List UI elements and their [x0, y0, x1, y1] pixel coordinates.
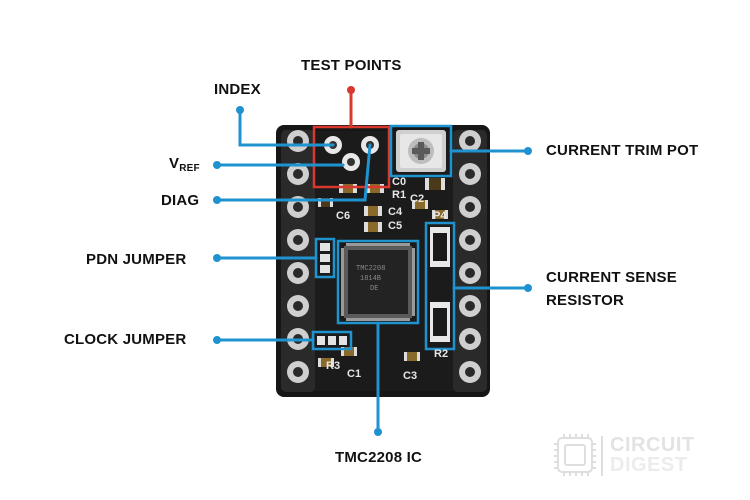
test-point-pads — [324, 136, 379, 171]
pdn-jumper-pads — [320, 243, 330, 273]
chip-marking-line2: 1814B — [360, 275, 382, 283]
sense-resistors — [430, 227, 450, 342]
label-current-sense-line1: CURRENT SENSE — [546, 269, 677, 286]
leader-lines — [213, 86, 532, 436]
circuit-digest-logo: CIRCUIT DIGEST — [552, 432, 722, 478]
label-vref-sub: REF — [179, 163, 200, 174]
silk-c5: C5 — [388, 220, 403, 232]
sense-resistor-box — [424, 221, 456, 351]
logo-line1: CIRCUIT — [610, 434, 695, 456]
silk-c2: C2 — [410, 193, 425, 205]
trim-pot — [396, 130, 446, 172]
label-tmc2208-ic: TMC2208 IC — [335, 449, 423, 466]
label-diag: DIAG — [161, 192, 200, 209]
label-current-sense-line2: RESISTOR — [546, 292, 625, 309]
label-pdn-jumper: PDN JUMPER — [86, 251, 187, 268]
logo-line2: DIGEST — [610, 454, 688, 476]
silk-r3: R3 — [326, 360, 341, 372]
label-vref-main: V — [169, 155, 180, 172]
silk-c4: C4 — [388, 206, 403, 218]
silk-r1: R1 — [392, 189, 407, 201]
tmc2208-chip — [341, 243, 415, 321]
label-index: INDEX — [214, 81, 261, 98]
label-vref: VREF — [169, 155, 200, 178]
label-current-trim-pot: CURRENT TRIM POT — [546, 142, 699, 159]
left-header-pins — [281, 130, 315, 392]
right-header-pins — [453, 130, 487, 392]
silk-r2: R2 — [434, 348, 449, 360]
label-clock-jumper: CLOCK JUMPER — [64, 331, 187, 348]
smd-components — [318, 178, 448, 367]
label-test-points: TEST POINTS — [301, 57, 402, 74]
silk-c0: C0 — [392, 176, 407, 188]
chip-marking-line1: TMC2208 — [356, 265, 386, 273]
circuit-digest-logo-icon — [554, 434, 603, 476]
silk-c6: C6 — [336, 210, 351, 222]
silk-c1: C1 — [347, 368, 362, 380]
clock-jumper-pads — [317, 336, 347, 345]
silk-p4: P4 — [433, 210, 447, 222]
chip-marking-line3: DE — [370, 285, 379, 293]
silk-c3: C3 — [403, 370, 418, 382]
